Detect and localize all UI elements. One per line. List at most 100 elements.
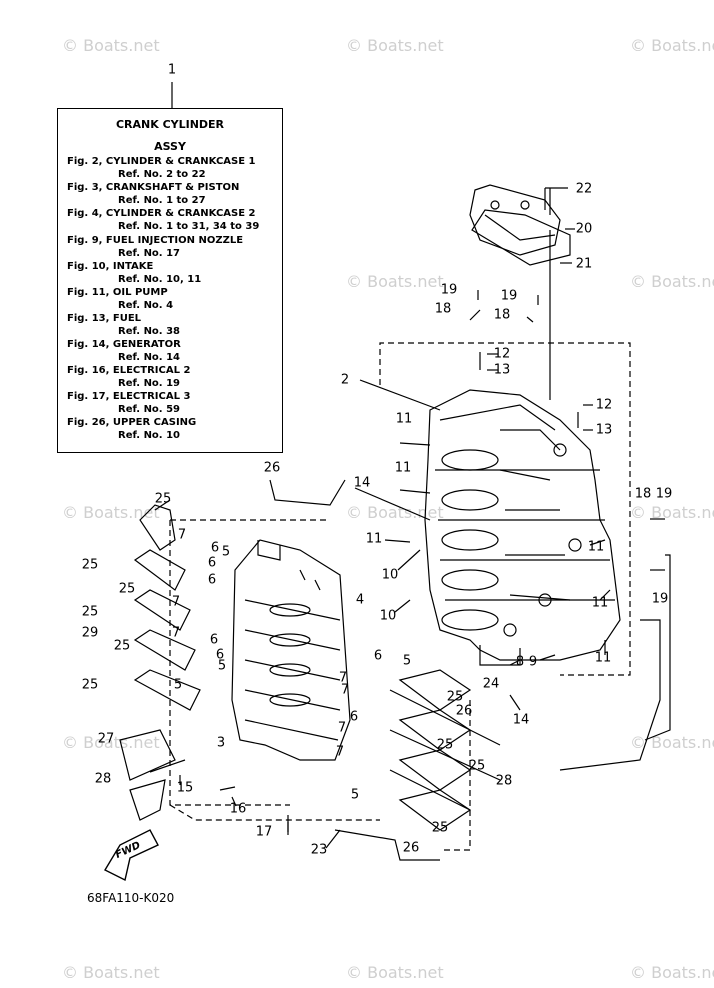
callout-number: 25 [436, 737, 454, 753]
callout-number: 5 [217, 658, 227, 674]
callout-number: 29 [81, 625, 99, 641]
callout-number: 6 [349, 709, 359, 725]
callout-number: 7 [335, 744, 345, 760]
callout-number: 28 [495, 773, 513, 789]
watermark: © Boats.net [346, 963, 444, 982]
callout-number: 6 [207, 555, 217, 571]
callout-number: 5 [402, 653, 412, 669]
legend-line: Fig. 13, FUEL [67, 313, 142, 324]
callout-number: 25 [118, 581, 136, 597]
diagram-code: 68FA110-K020 [87, 891, 175, 905]
legend-line: Ref. No. 1 to 31, 34 to 39 [118, 221, 260, 232]
legend-line: Fig. 9, FUEL INJECTION NOZZLE [67, 235, 244, 246]
legend-line: Ref. No. 59 [118, 404, 181, 415]
callout-number: 22 [575, 181, 593, 197]
callout-number: 7 [177, 527, 187, 543]
callout-number: 18 [634, 486, 652, 502]
callout-number: 11 [394, 460, 412, 476]
callout-number: 12 [595, 397, 613, 413]
callout-number: 13 [493, 362, 511, 378]
callout-number: 19 [655, 486, 673, 502]
callout-number: 23 [310, 842, 328, 858]
callout-number: 11 [591, 595, 609, 611]
callout-number: 28 [94, 771, 112, 787]
callout-number: 25 [468, 758, 486, 774]
watermark: © Boats.net [62, 963, 160, 982]
callout-number: 6 [207, 572, 217, 588]
callout-number: 7 [171, 594, 181, 610]
callout-number: 17 [255, 824, 273, 840]
callout-number: 19 [440, 282, 458, 298]
legend-line: Ref. No. 4 [118, 300, 174, 311]
callout-number: 7 [337, 720, 347, 736]
callout-number: 6 [210, 540, 220, 556]
callout-number: 16 [229, 801, 247, 817]
callout-number: 4 [355, 592, 365, 608]
assembly-legend: CRANK CYLINDER ASSY Fig. 2, CYLINDER & C… [57, 108, 283, 453]
legend-line: Fig. 4, CYLINDER & CRANKCASE 2 [67, 208, 256, 219]
legend-line: Fig. 26, UPPER CASING [67, 417, 197, 428]
watermark: © Boats.net [346, 503, 444, 522]
watermark: © Boats.net [630, 503, 714, 522]
watermark: © Boats.net [346, 36, 444, 55]
callout-number: 13 [595, 422, 613, 438]
callout-number: 26 [455, 703, 473, 719]
callout-number: 6 [209, 632, 219, 648]
legend-line: Fig. 16, ELECTRICAL 2 [67, 365, 191, 376]
legend-line: Ref. No. 38 [118, 326, 181, 337]
callout-number: 8 [515, 654, 525, 670]
callout-number: 25 [81, 604, 99, 620]
legend-line: Ref. No. 19 [118, 378, 181, 389]
legend-line: Ref. No. 14 [118, 352, 181, 363]
callout-number: 18 [434, 301, 452, 317]
callout-number: 14 [512, 712, 530, 728]
legend-line: Fig. 11, OIL PUMP [67, 287, 168, 298]
callout-number: 5 [173, 677, 183, 693]
legend-line: Ref. No. 10 [118, 430, 181, 441]
callout-number: 25 [446, 689, 464, 705]
callout-number: 11 [587, 539, 605, 555]
callout-number: 6 [373, 648, 383, 664]
callout-number: 20 [575, 221, 593, 237]
legend-line: Ref. No. 1 to 27 [118, 195, 206, 206]
legend-line: Ref. No. 10, 11 [118, 274, 202, 285]
legend-title: CRANK CYLINDER [115, 118, 225, 131]
callout-number: 3 [216, 735, 226, 751]
callout-number: 11 [594, 650, 612, 666]
callout-number: 7 [340, 682, 350, 698]
callout-number: 15 [176, 780, 194, 796]
watermark: © Boats.net [62, 36, 160, 55]
callout-number: 26 [402, 840, 420, 856]
legend-line: Ref. No. 2 to 22 [118, 169, 206, 180]
callout-number: 24 [482, 676, 500, 692]
callout-number: 5 [350, 787, 360, 803]
callout-number: 1 [167, 62, 177, 78]
callout-number: 19 [500, 288, 518, 304]
callout-number: 18 [493, 307, 511, 323]
legend-line: Ref. No. 17 [118, 248, 181, 259]
legend-line: Fig. 3, CRANKSHAFT & PISTON [67, 182, 240, 193]
watermark: © Boats.net [630, 963, 714, 982]
callout-number: 11 [365, 531, 383, 547]
watermark: © Boats.net [62, 503, 160, 522]
callout-number: 27 [97, 731, 115, 747]
callout-number: 25 [154, 491, 172, 507]
callout-number: 26 [263, 460, 281, 476]
callout-number: 9 [528, 654, 538, 670]
callout-number: 21 [575, 256, 593, 272]
callout-number: 25 [81, 557, 99, 573]
legend-line: Fig. 14, GENERATOR [67, 339, 181, 350]
callout-number: 19 [651, 591, 669, 607]
callout-number: 7 [171, 625, 181, 641]
callout-number: 7 [338, 670, 348, 686]
callout-number: 5 [221, 544, 231, 560]
legend-line: Fig. 10, INTAKE [67, 261, 154, 272]
callout-number: 25 [113, 638, 131, 654]
watermark: © Boats.net [630, 36, 714, 55]
legend-subtitle: ASSY [154, 140, 186, 153]
callout-number: 14 [353, 475, 371, 491]
callout-number: 2 [340, 372, 350, 388]
callout-number: 12 [493, 346, 511, 362]
legend-line: Fig. 17, ELECTRICAL 3 [67, 391, 191, 402]
